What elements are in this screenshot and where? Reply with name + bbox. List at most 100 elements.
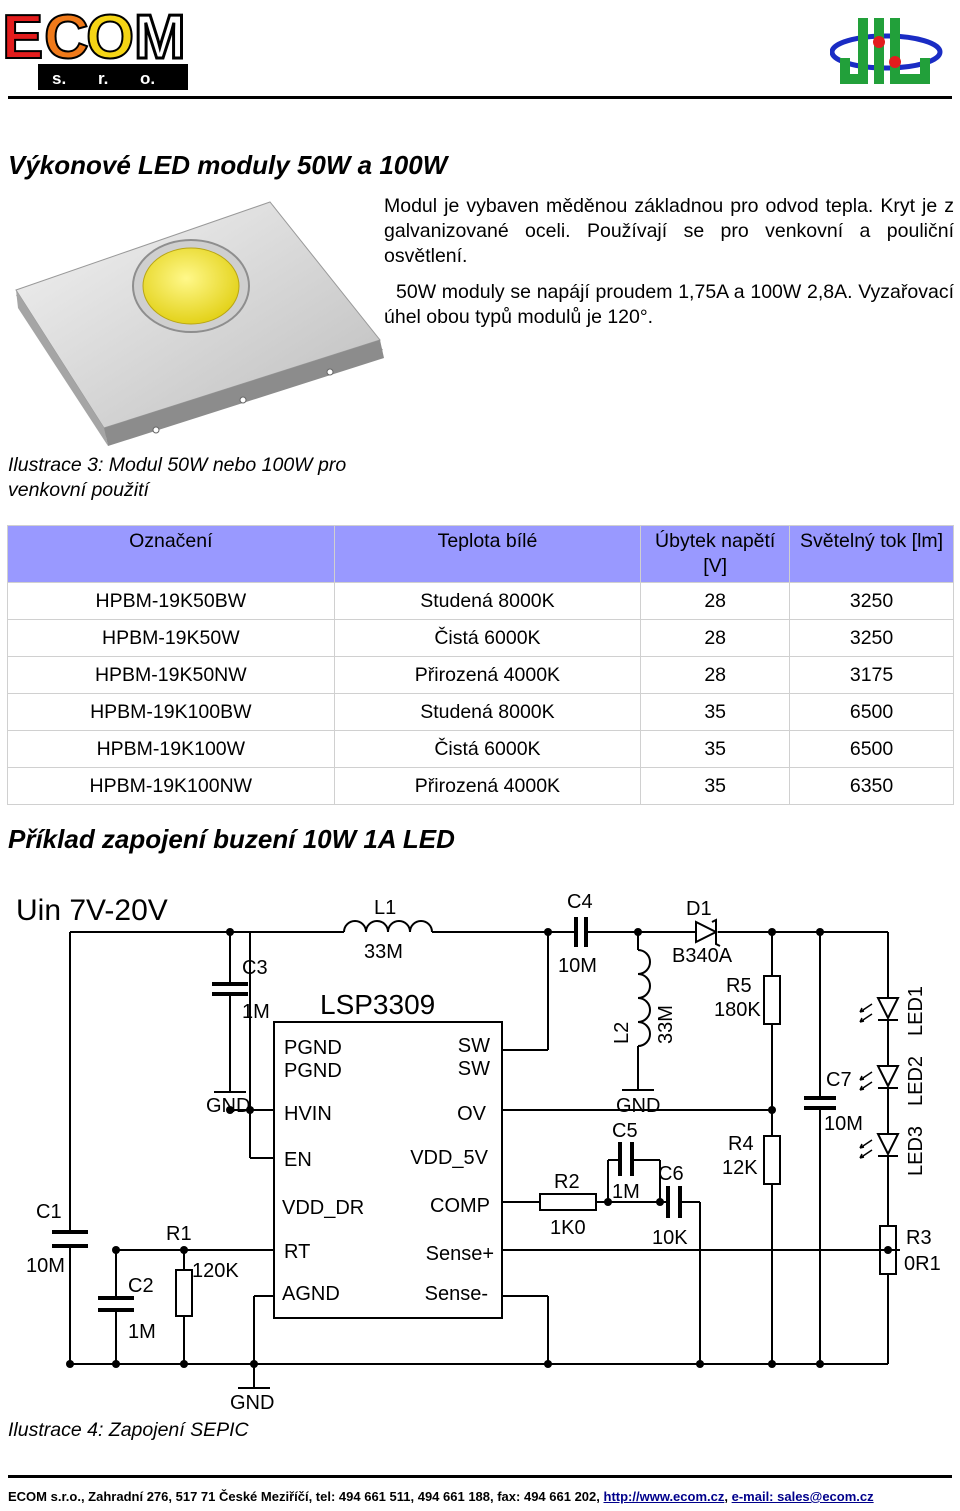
r3-label: R3 [906, 1227, 932, 1249]
cell-designation: HPBM-19K50W [7, 619, 335, 657]
led3-label: LED3 [905, 1126, 927, 1176]
cell-color-temperature: Studená 8000K [333, 693, 642, 731]
cell-designation: HPBM-19K100NW [7, 767, 335, 805]
logo-letter-e: E [2, 3, 43, 72]
input-voltage-label: Uin 7V-20V [16, 894, 168, 927]
pin-sw-1: SW [458, 1035, 490, 1057]
table-row: HPBM-19K50NW Přirozená 4000K 28 3175 [7, 656, 954, 694]
cell-luminous-flux: 3250 [789, 582, 954, 620]
c4-label: C4 [567, 891, 593, 913]
table-row: HPBM-19K100BW Studená 8000K 35 6500 [7, 693, 954, 731]
header-luminous-flux: Světelný tok [lm] [789, 525, 954, 583]
cell-designation: HPBM-19K100BW [7, 693, 335, 731]
pin-hvin: HVIN [284, 1103, 332, 1125]
led2-label: LED2 [905, 1056, 927, 1106]
cell-color-temperature: Čistá 6000K [333, 619, 642, 657]
spec-table: Označení Teplota bílé Úbytek napětí [V] … [7, 525, 954, 805]
module-description: Modul je vybaven měděnou základnou pro o… [384, 194, 954, 330]
ground-label: GND [616, 1095, 660, 1117]
jl-logo [830, 18, 943, 84]
cell-voltage-drop: 35 [640, 693, 791, 731]
table-row: HPBM-19K100W Čistá 6000K 35 6500 [7, 730, 954, 768]
c6-label: C6 [658, 1163, 684, 1185]
pin-en: EN [284, 1149, 312, 1171]
cell-designation: HPBM-19K50NW [7, 656, 335, 694]
footer: ECOM s.r.o., Zahradní 276, 517 71 České … [8, 1489, 874, 1504]
description-paragraph: 50W moduly se napájí proudem 1,75A a 100… [384, 281, 954, 328]
c4-value: 10M [558, 955, 597, 977]
l2-label: L2 [611, 1022, 633, 1044]
c3-label: C3 [242, 957, 268, 979]
r1-label: R1 [166, 1223, 192, 1245]
cell-color-temperature: Studená 8000K [333, 582, 642, 620]
header-voltage-drop: Úbytek napětí [V] [640, 525, 791, 583]
figure-3-caption: Ilustrace 3: Modul 50W nebo 100W pro ven… [8, 454, 347, 501]
r4-label: R4 [728, 1133, 754, 1155]
cell-luminous-flux: 3250 [789, 619, 954, 657]
cell-luminous-flux: 3175 [789, 656, 954, 694]
ground-label: GND [206, 1095, 250, 1117]
cell-color-temperature: Přirozená 4000K [333, 767, 642, 805]
ic-name: LSP3309 [320, 989, 435, 1020]
l2-value: 33M [655, 1005, 677, 1044]
c1-label: C1 [36, 1201, 62, 1223]
description-paragraph: Modul je vybaven měděnou základnou pro o… [384, 195, 954, 267]
website-link[interactable]: http://www.ecom.cz [603, 1489, 725, 1504]
cell-luminous-flux: 6350 [789, 767, 954, 805]
pin-vdd-5v: VDD_5V [410, 1147, 488, 1169]
pin-sense-minus: Sense- [425, 1283, 488, 1305]
header-color-temperature: Teplota bílé [333, 525, 642, 583]
pin-pgnd-1: PGND [284, 1037, 342, 1059]
c5-label: C5 [612, 1120, 638, 1142]
cell-designation: HPBM-19K50BW [7, 582, 335, 620]
table-row: HPBM-19K50W Čistá 6000K 28 3250 [7, 619, 954, 657]
c1-value: 10M [26, 1255, 65, 1277]
header-rule [8, 96, 952, 99]
l1-value: 33M [364, 941, 403, 963]
pin-agnd: AGND [282, 1283, 340, 1305]
header-designation: Označení [7, 525, 335, 583]
pin-vdd-dr: VDD_DR [282, 1197, 364, 1219]
cell-voltage-drop: 28 [640, 619, 791, 657]
c2-value: 1M [128, 1321, 156, 1343]
r4-value: 12K [722, 1157, 758, 1179]
logo-sub-r: r. [98, 69, 108, 88]
pin-ov: OV [457, 1103, 487, 1125]
email-link[interactable]: e-mail: sales@ecom.cz [731, 1489, 874, 1504]
logo-letter-c: C [44, 3, 89, 72]
l1-label: L1 [374, 897, 396, 919]
logo-sub-s: s. [52, 69, 66, 88]
pin-sense-plus: Sense+ [426, 1243, 494, 1265]
footer-rule [8, 1475, 952, 1478]
c3-value: 1M [242, 1001, 270, 1023]
cell-designation: HPBM-19K100W [7, 730, 335, 768]
r2-label: R2 [554, 1171, 580, 1193]
led-module-image [15, 201, 384, 446]
c5-value: 1M [612, 1181, 640, 1203]
r2-value: 1K0 [550, 1217, 586, 1239]
cell-voltage-drop: 28 [640, 582, 791, 620]
table-header-row: Označení Teplota bílé Úbytek napětí [V] … [7, 525, 954, 583]
sepic-schematic: Uin 7V-20V LSP3309 PGND PGND HVIN EN VDD… [16, 891, 941, 1414]
c6-value: 10K [652, 1227, 688, 1249]
figure-4-caption: Ilustrace 4: Zapojení SEPIC [8, 1419, 249, 1441]
r3-value: 0R1 [904, 1253, 941, 1275]
logo-letter-m: M [134, 3, 186, 72]
r1-value: 120K [192, 1260, 239, 1282]
c7-label: C7 [826, 1069, 852, 1091]
r5-label: R5 [726, 975, 752, 997]
footer-address: ECOM s.r.o., Zahradní 276, 517 71 České … [8, 1489, 600, 1504]
pin-comp: COMP [430, 1195, 490, 1217]
cell-luminous-flux: 6500 [789, 693, 954, 731]
d1-label: D1 [686, 898, 712, 920]
d1-value: B340A [672, 945, 733, 967]
section-subtitle: Příklad zapojení buzení 10W 1A LED [8, 824, 455, 854]
cell-color-temperature: Přirozená 4000K [333, 656, 642, 694]
c7-value: 10M [824, 1113, 863, 1135]
pin-rt: RT [284, 1241, 310, 1263]
ecom-logo: E C O M s. r. o. [0, 0, 200, 92]
c2-label: C2 [128, 1275, 154, 1297]
cell-color-temperature: Čistá 6000K [333, 730, 642, 768]
pin-sw-2: SW [458, 1058, 490, 1080]
r5-value: 180K [714, 999, 761, 1021]
